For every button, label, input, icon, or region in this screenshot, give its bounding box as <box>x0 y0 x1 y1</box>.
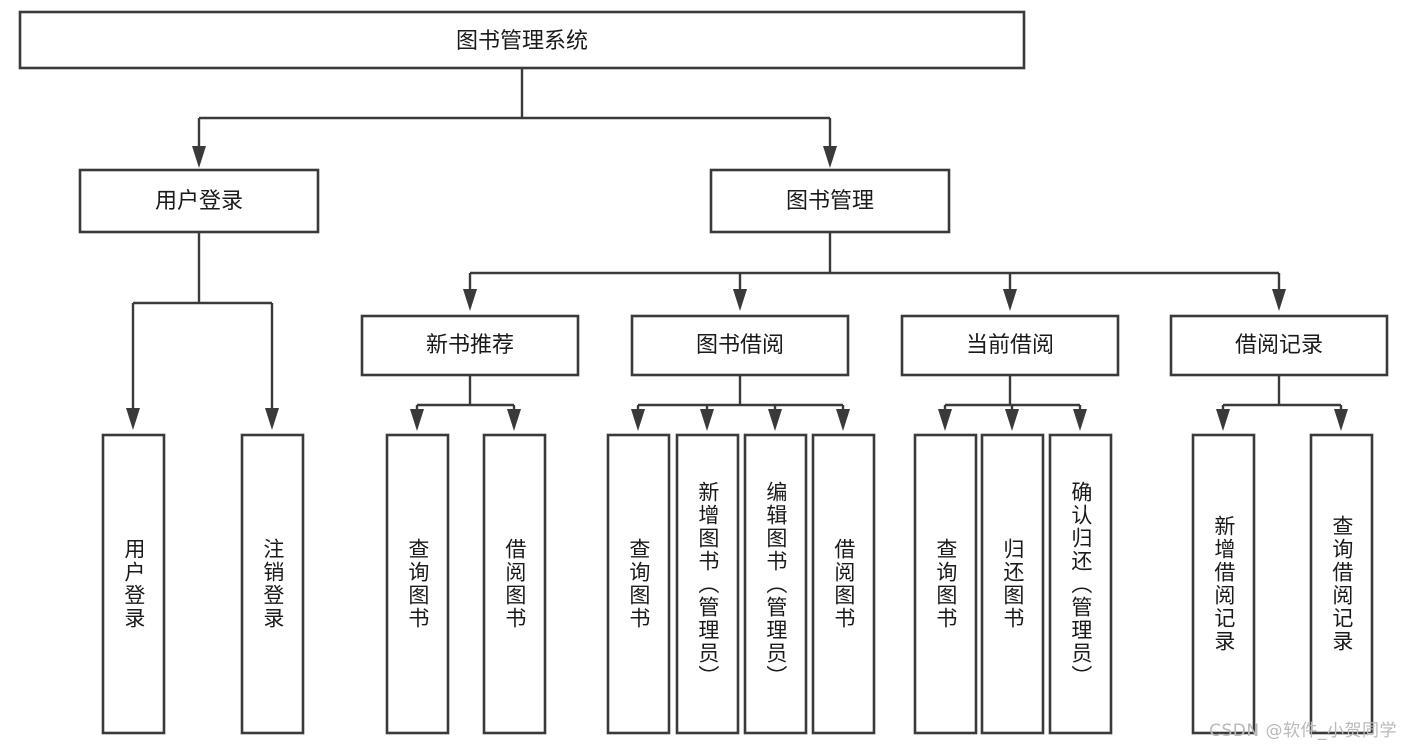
leaf-currentborrow-return[interactable] <box>980 433 1045 735</box>
leaf-newbook-borrow[interactable] <box>482 433 547 735</box>
connector-group-borrowrecord-to-leaves <box>1216 375 1348 431</box>
node-books-management-label: 图书管理 <box>786 189 874 214</box>
connector-group-newbook-to-leaves <box>410 375 521 431</box>
leaf-user-login-logout[interactable] <box>240 433 305 735</box>
arrow-icon <box>631 409 645 431</box>
arrow-icon <box>1334 409 1348 431</box>
leaf-bookborrow-query[interactable] <box>606 433 671 735</box>
node-book-borrow[interactable]: 图书借阅 <box>630 314 850 377</box>
arrow-icon <box>1073 409 1087 431</box>
node-root[interactable]: 图书管理系统 <box>18 10 1026 70</box>
leaf-currentborrow-confirm[interactable] <box>1048 433 1113 735</box>
connector-group-userlogin-to-leaves <box>126 232 279 430</box>
connector-group-bookborrow-to-leaves <box>631 375 850 431</box>
node-new-book-recommend[interactable]: 新书推荐 <box>360 314 580 377</box>
leaf-currentborrow-query[interactable] <box>913 433 978 735</box>
arrow-icon <box>733 289 747 311</box>
leaf-bookborrow-borrow[interactable] <box>811 433 876 735</box>
node-book-borrow-label: 图书借阅 <box>696 333 784 358</box>
node-current-borrow-label: 当前借阅 <box>966 333 1054 358</box>
node-borrow-record[interactable]: 借阅记录 <box>1169 314 1389 377</box>
arrow-icon <box>836 409 850 431</box>
arrow-icon <box>265 408 279 430</box>
node-user-login-label: 用户登录 <box>155 189 243 214</box>
leaf-bookborrow-edit[interactable] <box>743 433 808 735</box>
node-current-borrow[interactable]: 当前借阅 <box>900 314 1120 377</box>
arrow-icon <box>126 408 140 430</box>
arrow-icon <box>1003 289 1017 311</box>
arrow-icon <box>507 409 521 431</box>
leaf-borrowrecord-query[interactable] <box>1309 433 1374 735</box>
arrow-icon <box>1272 289 1286 311</box>
arrow-icon <box>463 289 477 311</box>
connector-group-root-to-level2 <box>192 68 837 168</box>
node-borrow-record-label: 借阅记录 <box>1235 333 1323 358</box>
connector-group-currentborrow-to-leaves <box>938 375 1087 431</box>
arrow-icon <box>823 146 837 168</box>
leaf-newbook-query[interactable] <box>385 433 450 735</box>
arrow-icon <box>1005 409 1019 431</box>
arrow-icon <box>1216 409 1230 431</box>
leaf-user-login-login[interactable] <box>101 433 166 735</box>
arrow-icon <box>938 409 952 431</box>
node-new-book-recommend-label: 新书推荐 <box>426 333 514 358</box>
arrow-icon <box>768 409 782 431</box>
connector-group-booksmgmt-to-level3 <box>463 232 1286 311</box>
node-root-label: 图书管理系统 <box>456 29 588 54</box>
node-books-management[interactable]: 图书管理 <box>709 168 951 234</box>
arrow-icon <box>410 409 424 431</box>
arrow-icon <box>700 409 714 431</box>
leaf-bookborrow-add[interactable] <box>675 433 740 735</box>
node-user-login[interactable]: 用户登录 <box>78 168 320 234</box>
arrow-icon <box>192 146 206 168</box>
leaf-borrowrecord-add[interactable] <box>1191 433 1256 735</box>
